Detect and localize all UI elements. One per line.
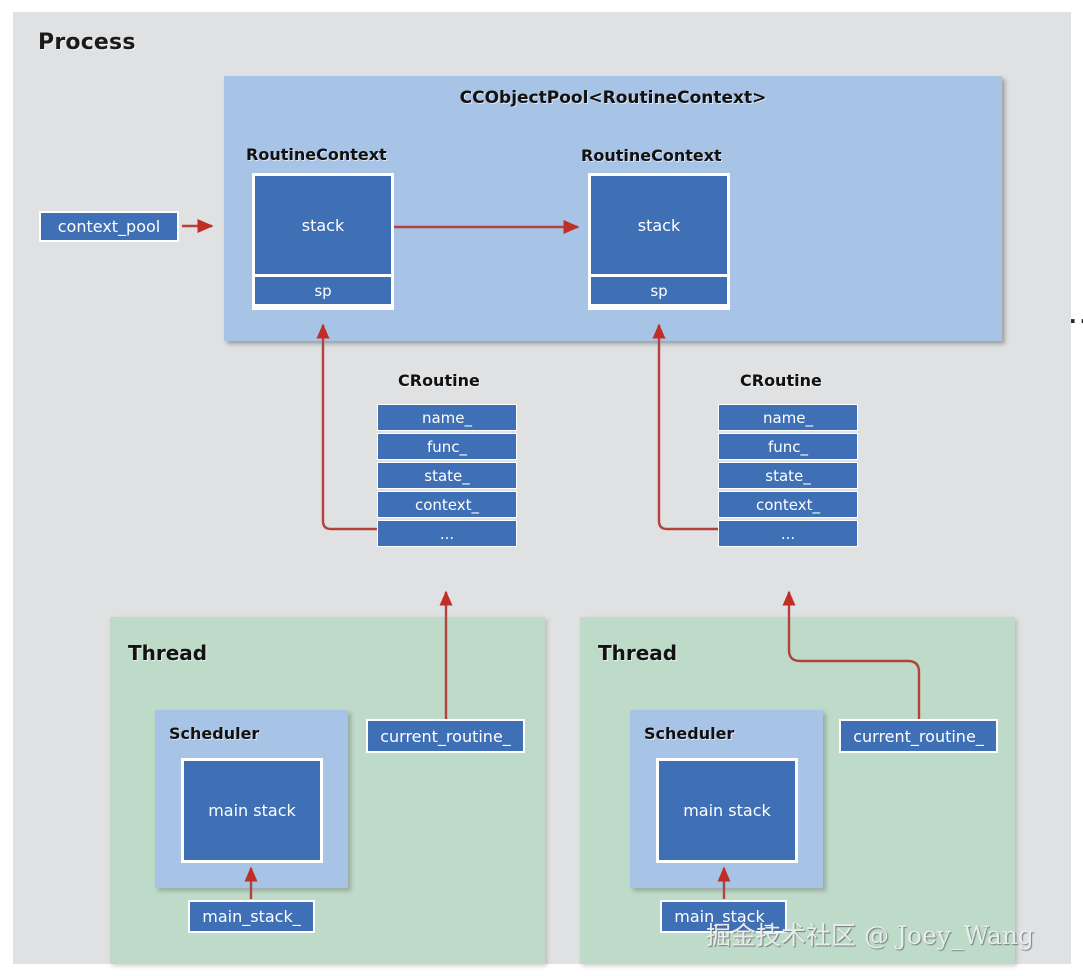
croutine-label-2: CRoutine [740, 371, 822, 390]
routinecontext-stackgroup-1: stack sp [252, 173, 394, 310]
routinecontext-sp-1: sp [255, 277, 391, 304]
watermark: 掘金技术社区 @ Joey_Wang [706, 921, 1034, 950]
croutine-row-more: ... [718, 520, 858, 547]
croutine-row-context: context_ [718, 491, 858, 518]
croutine-row-context: context_ [377, 491, 517, 518]
thread-title-1: Thread [128, 641, 208, 665]
ccobjectpool-title: CCObjectPool<RoutineContext> [459, 88, 767, 108]
routinecontext-label-2: RoutineContext [581, 146, 722, 165]
croutine-row-name: name_ [718, 404, 858, 431]
main-stack-wrap-2: main stack [656, 758, 798, 863]
process-title: Process [38, 30, 136, 55]
current-routine-field-2[interactable]: current_routine_ [839, 719, 998, 753]
croutine-row-more: ... [377, 520, 517, 547]
croutine-box-1: name_ func_ state_ context_ ... [377, 404, 517, 549]
croutine-row-name: name_ [377, 404, 517, 431]
routinecontext-sp-2: sp [591, 277, 727, 304]
routinecontext-stack-1: stack [255, 176, 391, 274]
current-routine-field-1[interactable]: current_routine_ [366, 719, 525, 753]
routinecontext-stackgroup-2: stack sp [588, 173, 730, 310]
main-stack-wrap-1: main stack [181, 758, 323, 863]
main-stack-block-1: main stack [184, 761, 320, 860]
scheduler-title-2: Scheduler [644, 724, 735, 743]
croutine-row-func: func_ [718, 433, 858, 460]
routinecontext-stack-2: stack [591, 176, 727, 274]
routinecontext-label-1: RoutineContext [246, 145, 387, 164]
croutine-box-2: name_ func_ state_ context_ ... [718, 404, 858, 549]
pool-ellipsis: ... [1069, 304, 1083, 328]
croutine-label-1: CRoutine [398, 371, 480, 390]
croutine-row-func: func_ [377, 433, 517, 460]
croutine-row-state: state_ [377, 462, 517, 489]
thread-title-2: Thread [598, 641, 678, 665]
context-pool-field[interactable]: context_pool [39, 211, 179, 242]
main-stack-block-2: main stack [659, 761, 795, 860]
main-stack-field-1[interactable]: main_stack_ [188, 900, 315, 933]
main-stack-field-2[interactable]: main_stack_ [660, 900, 787, 933]
croutine-row-state: state_ [718, 462, 858, 489]
scheduler-title-1: Scheduler [169, 724, 260, 743]
